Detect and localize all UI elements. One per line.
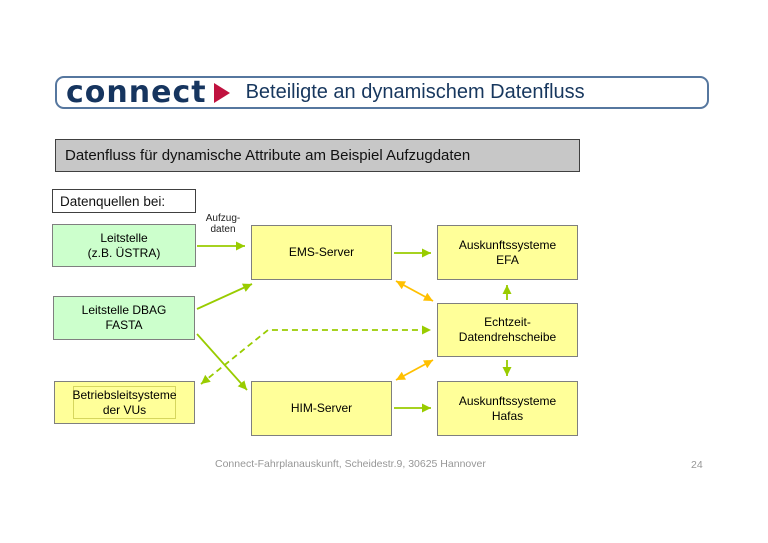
connect-logo: connect	[66, 74, 207, 110]
node-leitstelle-ustra: Leitstelle (z.B. ÜSTRA)	[52, 224, 196, 267]
slide-title: Beteiligte an dynamischem Datenfluss	[245, 81, 585, 103]
data-sources-label-box: Datenquellen bei:	[52, 189, 196, 213]
node-label: (z.B. ÜSTRA)	[87, 245, 161, 260]
inner-text-frame	[73, 386, 176, 419]
node-him-server: HIM-Server	[251, 381, 392, 436]
subtitle-bar: Datenfluss für dynamische Attribute am B…	[55, 139, 580, 172]
node-label: Auskunftssysteme	[458, 237, 557, 252]
subtitle-text: Datenfluss für dynamische Attribute am B…	[65, 147, 471, 164]
node-label: HIM-Server	[290, 401, 353, 415]
arrow-ems-echtzeit-bidirectional	[395, 280, 434, 302]
node-leitstelle-dbag-fasta: Leitstelle DBAG FASTA	[53, 296, 195, 340]
node-betriebsleitsysteme: Betriebsleitsysteme der VUs	[54, 381, 195, 424]
node-auskunftssysteme-efa: Auskunftssysteme EFA	[437, 225, 578, 280]
data-sources-label: Datenquellen bei:	[60, 193, 166, 209]
node-label: Echtzeit-	[484, 315, 531, 329]
arrow-dbag-to-him	[196, 333, 248, 391]
node-label: Auskunftssysteme	[458, 393, 557, 408]
node-label: der VUs	[102, 402, 147, 417]
node-label: EMS-Server	[288, 245, 355, 259]
edge-label-line: daten	[210, 224, 236, 235]
node-auskunftssysteme-hafas: Auskunftssysteme Hafas	[437, 381, 578, 436]
node-label: FASTA	[105, 318, 143, 332]
arrow-echtzeit-betriebsleitsysteme-dashed	[200, 325, 431, 385]
edge-label-aufzugdaten: Aufzug- daten	[197, 213, 249, 235]
node-label: Datendrehscheibe	[458, 330, 557, 344]
edge-label-line: Aufzug-	[205, 213, 241, 224]
logo-play-icon	[213, 82, 230, 103]
node-label: Leitstelle	[100, 230, 148, 245]
arrow-dbag-to-ems	[196, 283, 253, 310]
arrow-him-echtzeit-bidirectional	[395, 359, 434, 381]
page-number: 24	[691, 459, 703, 471]
node-label: Leitstelle DBAG	[81, 303, 167, 317]
node-echtzeit-datendrehscheibe: Echtzeit- Datendrehscheibe	[437, 303, 578, 357]
slide-header: connect Beteiligte an dynamischem Datenf…	[55, 76, 709, 109]
node-label: EFA	[496, 252, 519, 267]
node-ems-server: EMS-Server	[251, 225, 392, 280]
node-label: Hafas	[491, 408, 524, 423]
node-label: Betriebsleitsysteme	[72, 387, 177, 402]
footer-address: Connect-Fahrplanauskunft, Scheidestr.9, …	[215, 458, 486, 470]
